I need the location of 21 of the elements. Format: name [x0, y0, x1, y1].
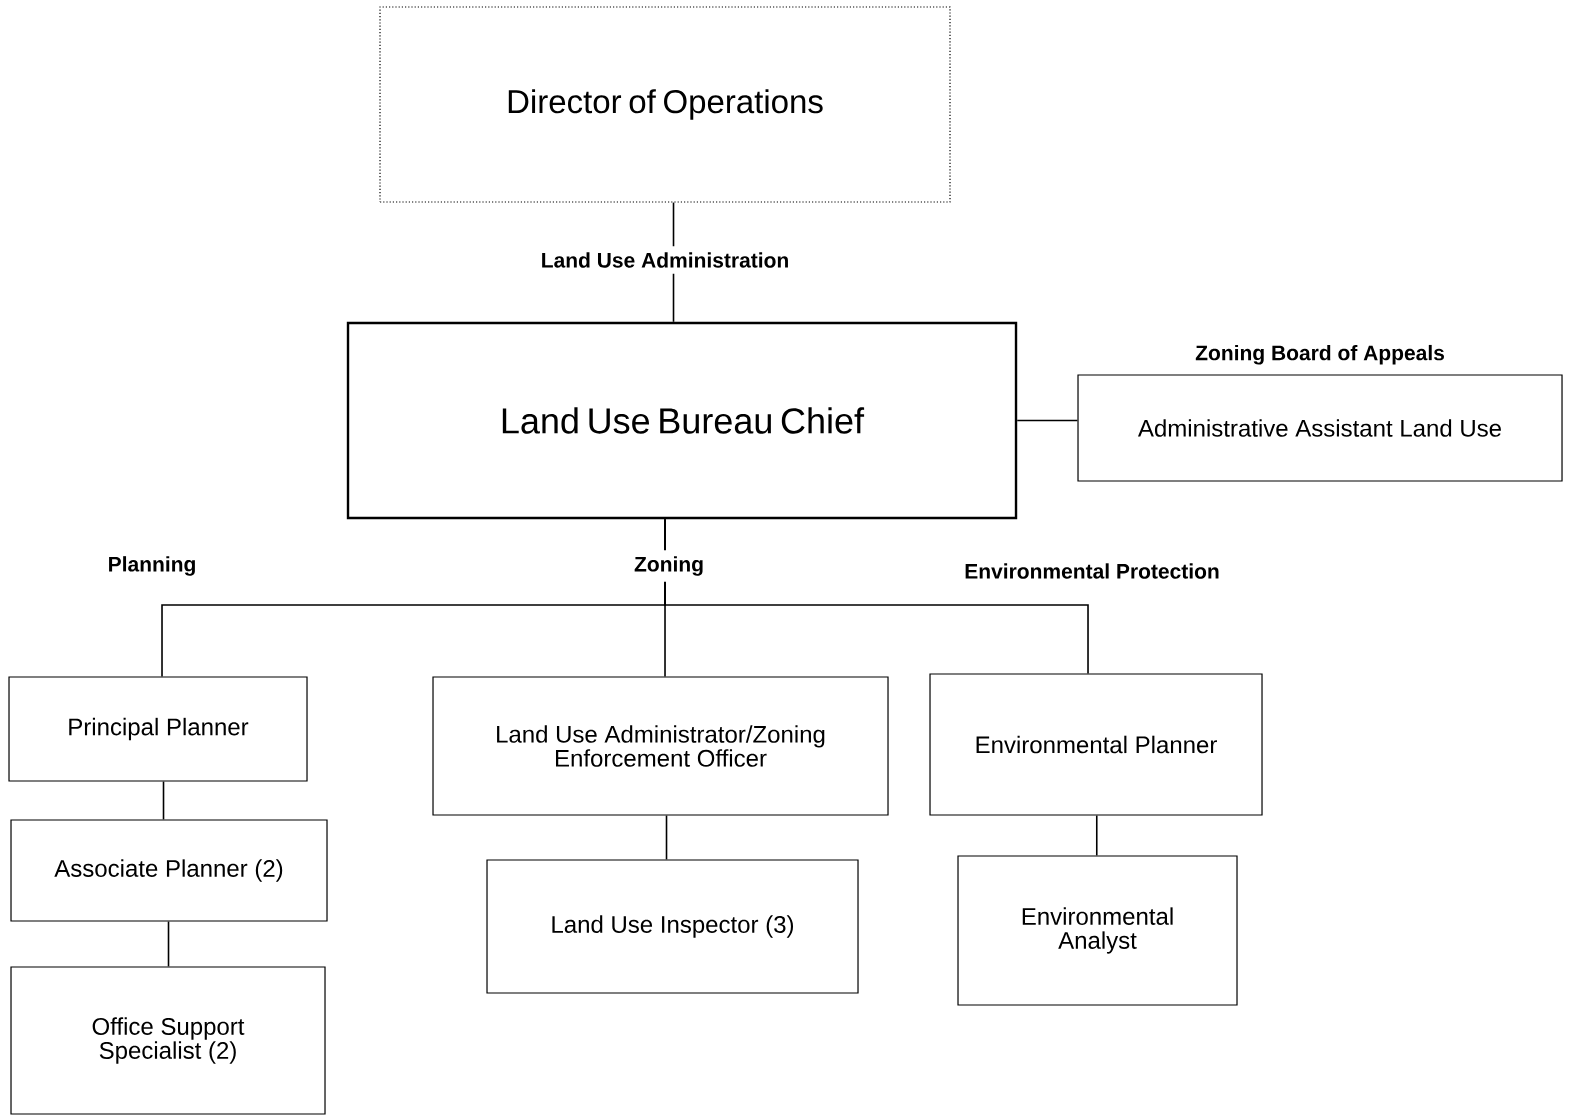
org-box: Land Use Bureau Chief	[346, 321, 1018, 520]
org-box: Office Support Specialist (2)	[10, 966, 326, 1115]
connector-line	[665, 814, 668, 861]
edge-label: Environmental Protection	[958, 557, 1226, 585]
dotted-box: Director of Operations	[379, 6, 951, 203]
org-box: Environmental Analyst	[957, 855, 1238, 1006]
edge-label: Planning	[101, 550, 203, 582]
connector-line	[1095, 814, 1098, 857]
org-box: Environmental Planner	[929, 673, 1263, 816]
connector-line	[1016, 419, 1079, 422]
org-box: Land Use Administrator/Zoning Enforcement Officer	[432, 676, 889, 816]
connector-line	[162, 780, 165, 821]
org-box: Principal Planner	[8, 676, 308, 782]
org-box: Associate Planner (2)	[10, 819, 328, 922]
org-box: Land Use Inspector (3)	[486, 859, 859, 994]
connector-line	[664, 518, 1089, 675]
heading-label: Zoning Board of Appeals	[1195, 344, 1444, 365]
connector-line	[167, 920, 170, 968]
org-box: Administrative Assistant Land Use	[1077, 374, 1563, 482]
edge-label: Land Use Administration	[534, 246, 796, 274]
edge-label: Zoning	[628, 550, 710, 582]
